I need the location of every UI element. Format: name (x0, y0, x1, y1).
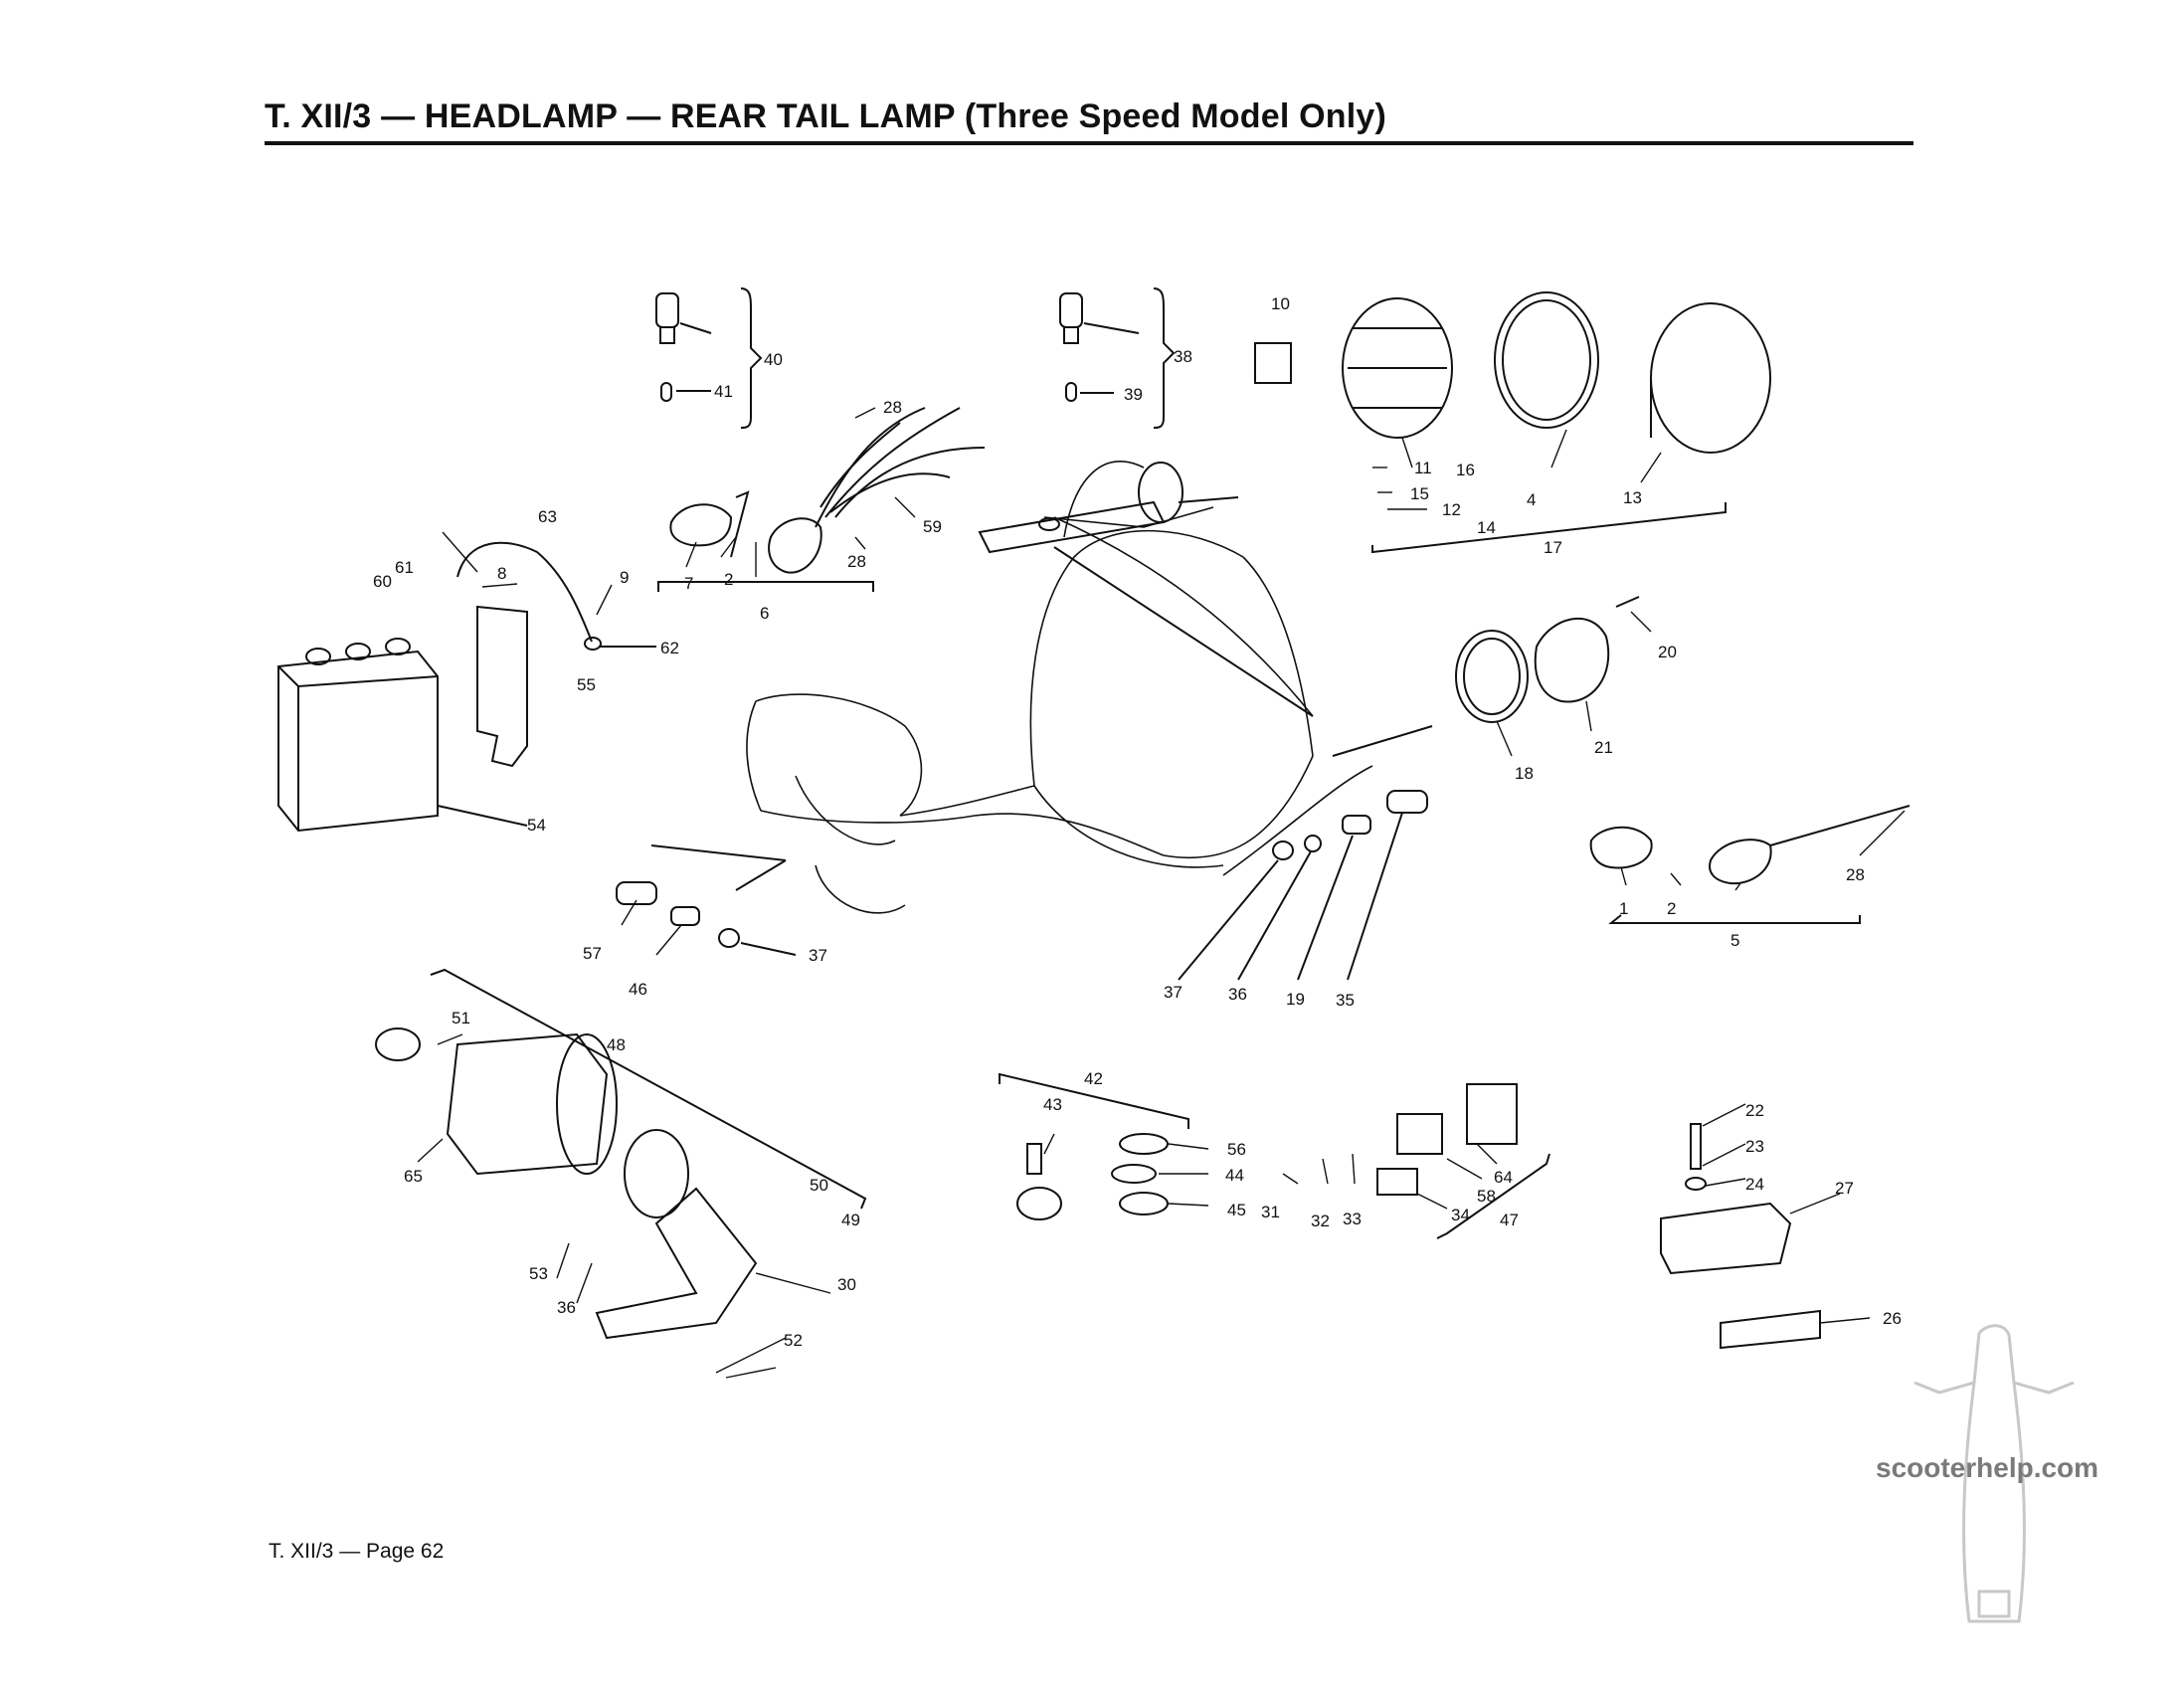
switch-assembly-5 (1589, 805, 1911, 924)
callout-13: 13 (1623, 488, 1642, 507)
horn-switch-40 (655, 287, 763, 429)
callout-30: 30 (837, 1275, 856, 1294)
callout-6: 6 (760, 604, 769, 623)
regulator-47 (1376, 1083, 1550, 1239)
callout-60: 60 (373, 572, 392, 591)
leader-lines (417, 407, 1906, 1379)
callout-38: 38 (1174, 347, 1192, 366)
callout-14: 14 (1477, 518, 1496, 537)
callout-4: 4 (1527, 490, 1536, 509)
switch-assembly-6 (657, 407, 986, 592)
callout-17: 17 (1544, 538, 1562, 557)
callout-49: 49 (841, 1211, 860, 1229)
rim-18 (1455, 630, 1529, 723)
callout-53: 53 (529, 1264, 548, 1283)
callout-56: 56 (1227, 1140, 1246, 1159)
callout-28c: 28 (1846, 865, 1865, 884)
callout-41: 41 (714, 382, 733, 401)
callout-37b: 37 (1164, 983, 1183, 1002)
callout-33: 33 (1343, 1210, 1362, 1228)
callout-51: 51 (452, 1009, 470, 1028)
callout-21: 21 (1594, 738, 1613, 757)
callout-8: 8 (497, 564, 506, 583)
callout-2b: 2 (1667, 899, 1676, 918)
callout-20: 20 (1658, 643, 1677, 661)
callout-24: 24 (1745, 1175, 1764, 1194)
bracket-17 (1371, 502, 1727, 554)
connector-group-35 (1178, 790, 1428, 981)
callout-50: 50 (810, 1176, 828, 1195)
callout-35: 35 (1336, 991, 1355, 1010)
callout-46: 46 (629, 980, 647, 999)
callout-63: 63 (538, 507, 557, 526)
callout-43: 43 (1043, 1095, 1062, 1114)
callout-45: 45 (1227, 1201, 1246, 1219)
callout-18: 18 (1515, 764, 1534, 783)
callout-7: 7 (684, 574, 693, 593)
mount-42 (999, 1072, 1189, 1220)
scooter-watermark-icon (1913, 1324, 2075, 1623)
callout-36b: 36 (557, 1298, 576, 1317)
arrow-pointer (735, 859, 787, 891)
callout-48: 48 (607, 1035, 626, 1054)
rear-light-27 (1660, 1123, 1821, 1350)
callout-28b: 28 (847, 552, 866, 571)
callout-32: 32 (1311, 1212, 1330, 1230)
callout-11: 11 (1414, 459, 1432, 477)
callout-36a: 36 (1228, 985, 1247, 1004)
callout-31: 31 (1261, 1203, 1280, 1221)
arrow-pointer (1332, 725, 1433, 757)
callout-62: 62 (660, 639, 679, 657)
callout-42: 42 (1084, 1069, 1103, 1088)
scooter-outline (746, 461, 1373, 914)
callout-64: 64 (1494, 1168, 1513, 1187)
callout-1: 1 (1619, 899, 1628, 918)
callout-54: 54 (527, 816, 546, 835)
callout-9: 9 (620, 568, 629, 587)
callout-26: 26 (1883, 1309, 1902, 1328)
callout-58: 58 (1477, 1187, 1496, 1206)
battery-54 (277, 638, 528, 833)
handlebar-assembly (978, 462, 1239, 554)
callout-15: 15 (1410, 484, 1429, 503)
callout-47: 47 (1500, 1211, 1519, 1229)
callout-57: 57 (583, 944, 602, 963)
title-rule (265, 141, 1913, 145)
horn-switch-38 (1059, 287, 1176, 429)
tail-lamp-21 (1534, 618, 1610, 703)
arrow-pointer (1053, 546, 1314, 717)
callout-12: 12 (1442, 500, 1461, 519)
callout-34: 34 (1451, 1206, 1470, 1224)
callout-10: 10 (1271, 294, 1290, 313)
page-title: T. XII/3 — HEADLAMP — REAR TAIL LAMP (Th… (265, 97, 1387, 135)
headlamp-ring-13 (1650, 302, 1771, 454)
callout-55: 55 (577, 675, 596, 694)
page-footer: T. XII/3 — Page 62 (269, 1540, 445, 1563)
callout-23: 23 (1745, 1137, 1764, 1156)
callout-65: 65 (404, 1167, 423, 1186)
arrow-pointer (650, 844, 787, 861)
callout-16: 16 (1456, 461, 1475, 479)
battery-strap-55 (456, 541, 656, 768)
callout-28a: 28 (883, 398, 902, 417)
callout-61: 61 (395, 558, 414, 577)
rim-4 (1494, 291, 1599, 429)
callout-19: 19 (1286, 990, 1305, 1009)
callout-52: 52 (784, 1331, 803, 1350)
rear-lamp-48 (375, 968, 867, 1340)
callout-39: 39 (1124, 385, 1143, 404)
connector-group-57 (616, 881, 797, 956)
headlamp-16 (1254, 297, 1453, 439)
callout-40: 40 (764, 350, 783, 369)
callout-44: 44 (1225, 1166, 1244, 1185)
callout-37a: 37 (809, 946, 827, 965)
callout-59: 59 (923, 517, 942, 536)
callout-22: 22 (1745, 1101, 1764, 1120)
callout-27: 27 (1835, 1179, 1854, 1198)
callout-2a: 2 (724, 570, 733, 589)
callout-5: 5 (1730, 931, 1739, 950)
watermark-text: scooterhelp.com (1876, 1452, 2099, 1483)
